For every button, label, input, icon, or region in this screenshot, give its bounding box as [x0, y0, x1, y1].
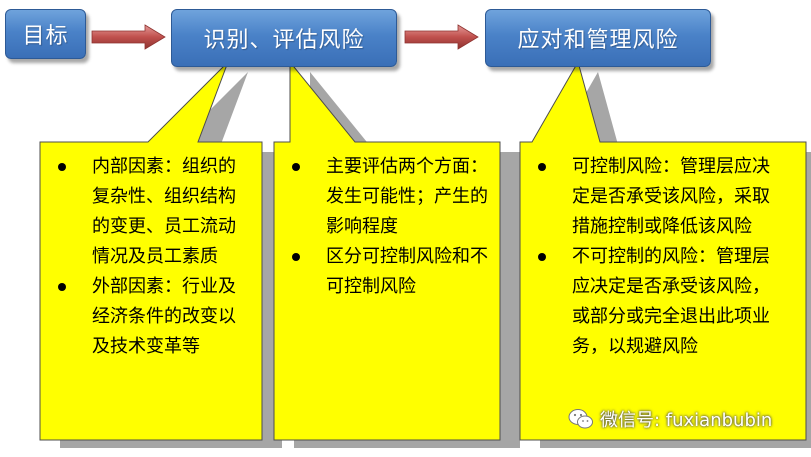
- watermark-text: 微信号: fuxianbubin: [600, 410, 773, 431]
- identify-assess-box-label: 识别、评估风险: [203, 28, 365, 53]
- bullet: [538, 253, 546, 261]
- list-item: 可控制风险：管理层应决定是否承受该风险，采取措施控制或降低该风险: [534, 152, 784, 242]
- arrow-goal-to-identify: [91, 24, 166, 50]
- callouts: [39, 60, 807, 441]
- left-callout: [39, 61, 263, 441]
- list-item: 外部因素：行业及经济条件的改变以及技术变革等: [54, 272, 252, 362]
- watermark: 微信号: fuxianbubin: [568, 405, 772, 433]
- middle-callout-text: 主要评估两个方面：发生可能性；产生的影响程度 区分可控制风险和不可控制风险: [276, 144, 498, 306]
- bullet: [292, 253, 300, 261]
- arrow-identify-to-respond: [404, 24, 479, 50]
- identify-assess-box: 识别、评估风险: [171, 9, 397, 67]
- goal-box: 目标: [5, 9, 86, 59]
- left-callout-text: 内部因素：组织的复杂性、组织结构的变更、员工流动情况及员工素质 外部因素：行业及…: [42, 144, 260, 366]
- list-item: 内部因素：组织的复杂性、组织结构的变更、员工流动情况及员工素质: [54, 152, 252, 272]
- respond-manage-box: 应对和管理风险: [485, 9, 711, 67]
- right-callout: [519, 60, 807, 441]
- bullet: [292, 163, 300, 171]
- goal-box-label: 目标: [22, 24, 69, 49]
- middle-callout: [273, 60, 501, 441]
- bullet: [538, 163, 546, 171]
- bullet: [58, 163, 66, 171]
- wechat-icon: [568, 409, 593, 429]
- bullet: [58, 283, 66, 291]
- list-item: 主要评估两个方面：发生可能性；产生的影响程度: [288, 152, 490, 242]
- respond-manage-box-label: 应对和管理风险: [517, 28, 679, 53]
- list-item: 不可控制的风险：管理层应决定是否承受该风险，或部分或完全退出此项业务，以规避风险: [534, 242, 784, 362]
- arrows: [91, 24, 479, 50]
- list-item: 区分可控制风险和不可控制风险: [288, 242, 490, 302]
- right-callout-text: 可控制风险：管理层应决定是否承受该风险，采取措施控制或降低该风险 不可控制的风险…: [522, 144, 792, 366]
